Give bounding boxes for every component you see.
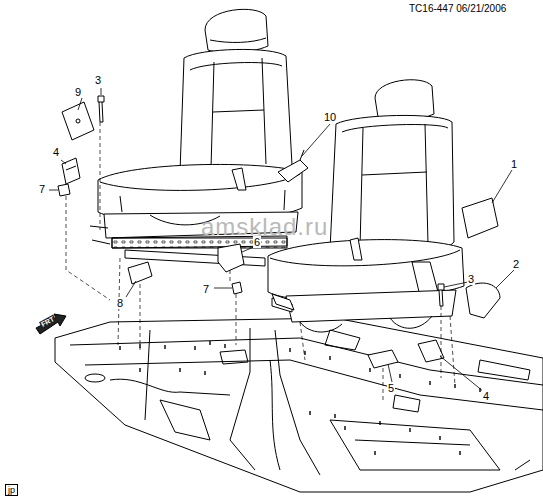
callout-number: 5: [387, 382, 395, 394]
callout-number: 7: [202, 283, 210, 295]
drawing-number: TC16-447 06/21/2006: [408, 3, 507, 15]
callout-number: 6: [253, 236, 261, 248]
floor-pan: [55, 318, 543, 492]
callout-number: 7: [38, 183, 46, 195]
front-arrow: [36, 314, 66, 334]
callout-number: 1: [510, 158, 518, 170]
callout-number: 9: [74, 86, 82, 98]
artist-mark: jp: [5, 484, 18, 496]
callout-number: 3: [94, 74, 102, 86]
parts: [58, 96, 500, 368]
callout-number: 2: [512, 258, 520, 270]
callout-number: 3: [467, 273, 475, 285]
watermark: amsklad.ru: [200, 214, 329, 240]
passenger-seat: [268, 80, 464, 332]
guide-lines: [66, 122, 455, 400]
callout-number: 4: [482, 390, 490, 402]
callout-number: 4: [52, 146, 60, 158]
callout-number: 10: [323, 111, 337, 123]
callout-number: 8: [116, 297, 124, 309]
leader-lines: [49, 88, 514, 392]
